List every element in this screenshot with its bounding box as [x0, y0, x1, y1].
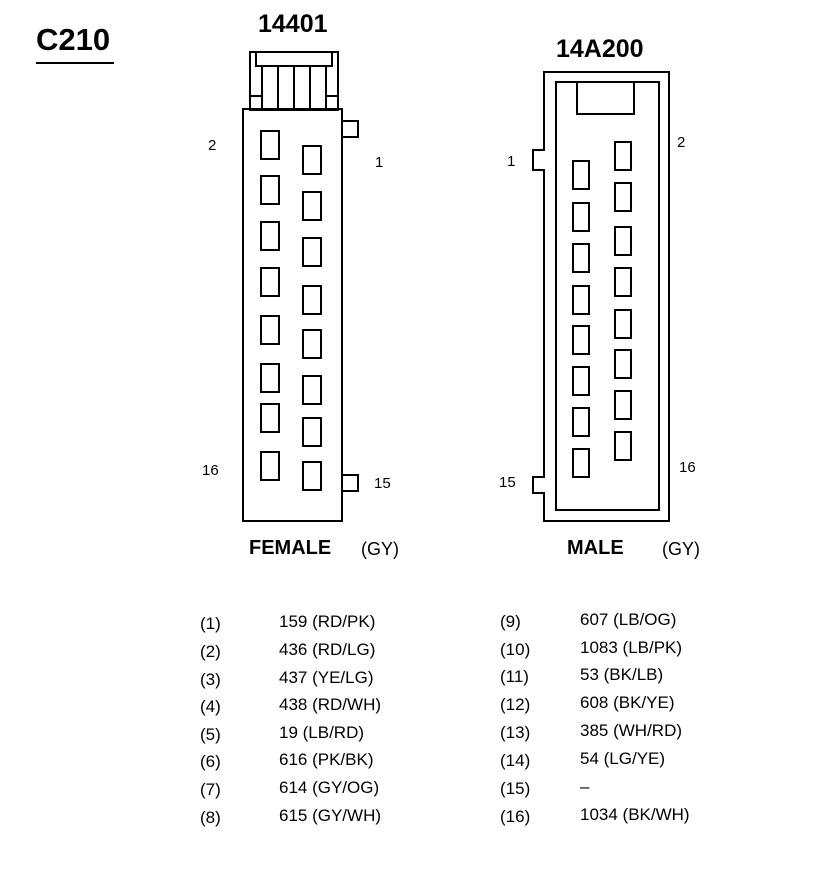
connector-title: C210	[36, 22, 111, 57]
pin-number: (16)	[500, 807, 531, 826]
male-key-window	[576, 81, 635, 115]
pin-number: (2)	[200, 642, 221, 661]
female-key-bottom	[341, 474, 359, 492]
male-pin-label-16: 16	[679, 459, 696, 476]
wire-spec: 54 (LG/YE)	[580, 749, 666, 768]
male-pin-label-15: 15	[499, 474, 516, 491]
wire-spec: 607 (LB/OG)	[580, 610, 677, 629]
pin-number: (8)	[200, 808, 221, 827]
wire-spec: 616 (PK/BK)	[279, 750, 374, 769]
female-pin-label-1: 1	[375, 154, 384, 171]
wire-spec: 385 (WH/RD)	[580, 721, 683, 740]
pin-number: (4)	[200, 697, 221, 716]
wire-spec: 436 (RD/LG)	[279, 640, 376, 659]
male-connector	[532, 71, 670, 522]
wire-spec: –	[580, 777, 590, 796]
wire-spec: 614 (GY/OG)	[279, 778, 380, 797]
wire-spec: 438 (RD/WH)	[279, 695, 382, 714]
female-part-number: 14401	[258, 10, 328, 38]
pin-number: (13)	[500, 723, 531, 742]
wire-spec: 1083 (LB/PK)	[580, 638, 683, 657]
female-pin-label-15: 15	[374, 475, 391, 492]
wire-spec: 437 (YE/LG)	[279, 668, 374, 687]
female-label: FEMALE	[249, 537, 332, 559]
wire-spec: 19 (LB/RD)	[279, 723, 365, 742]
wire-spec: 1034 (BK/WH)	[580, 805, 690, 824]
female-color: (GY)	[361, 539, 399, 559]
pin-number: (9)	[500, 612, 521, 631]
pin-number: (6)	[200, 752, 221, 771]
pin-number: (10)	[500, 640, 531, 659]
female-key-top	[341, 120, 359, 138]
wire-spec: 608 (BK/YE)	[580, 693, 675, 712]
male-label: MALE	[567, 537, 624, 559]
pin-number: (14)	[500, 751, 531, 770]
pin-number: (3)	[200, 670, 221, 689]
male-pin-label-2: 2	[677, 134, 686, 151]
male-outer-shell	[532, 71, 670, 522]
pin-number: (5)	[200, 725, 221, 744]
male-pin-label-1: 1	[507, 153, 516, 170]
female-pin-label-16: 16	[202, 462, 219, 479]
pin-number: (12)	[500, 695, 531, 714]
pin-number: (7)	[200, 780, 221, 799]
male-color: (GY)	[662, 539, 700, 559]
pin-number: (11)	[500, 667, 529, 686]
wire-spec: 159 (RD/PK)	[279, 612, 376, 631]
female-latch-top	[255, 51, 333, 67]
title-underline	[36, 62, 114, 64]
wire-spec: 53 (BK/LB)	[580, 665, 664, 684]
pin-number: (1)	[200, 614, 221, 633]
male-part-number: 14A200	[556, 35, 644, 63]
male-inner-wall	[555, 81, 660, 511]
female-pin-label-2: 2	[208, 137, 217, 154]
wire-spec: 615 (GY/WH)	[279, 806, 382, 825]
pin-number: (15)	[500, 779, 531, 798]
female-connector	[242, 51, 359, 522]
female-body	[242, 108, 343, 522]
